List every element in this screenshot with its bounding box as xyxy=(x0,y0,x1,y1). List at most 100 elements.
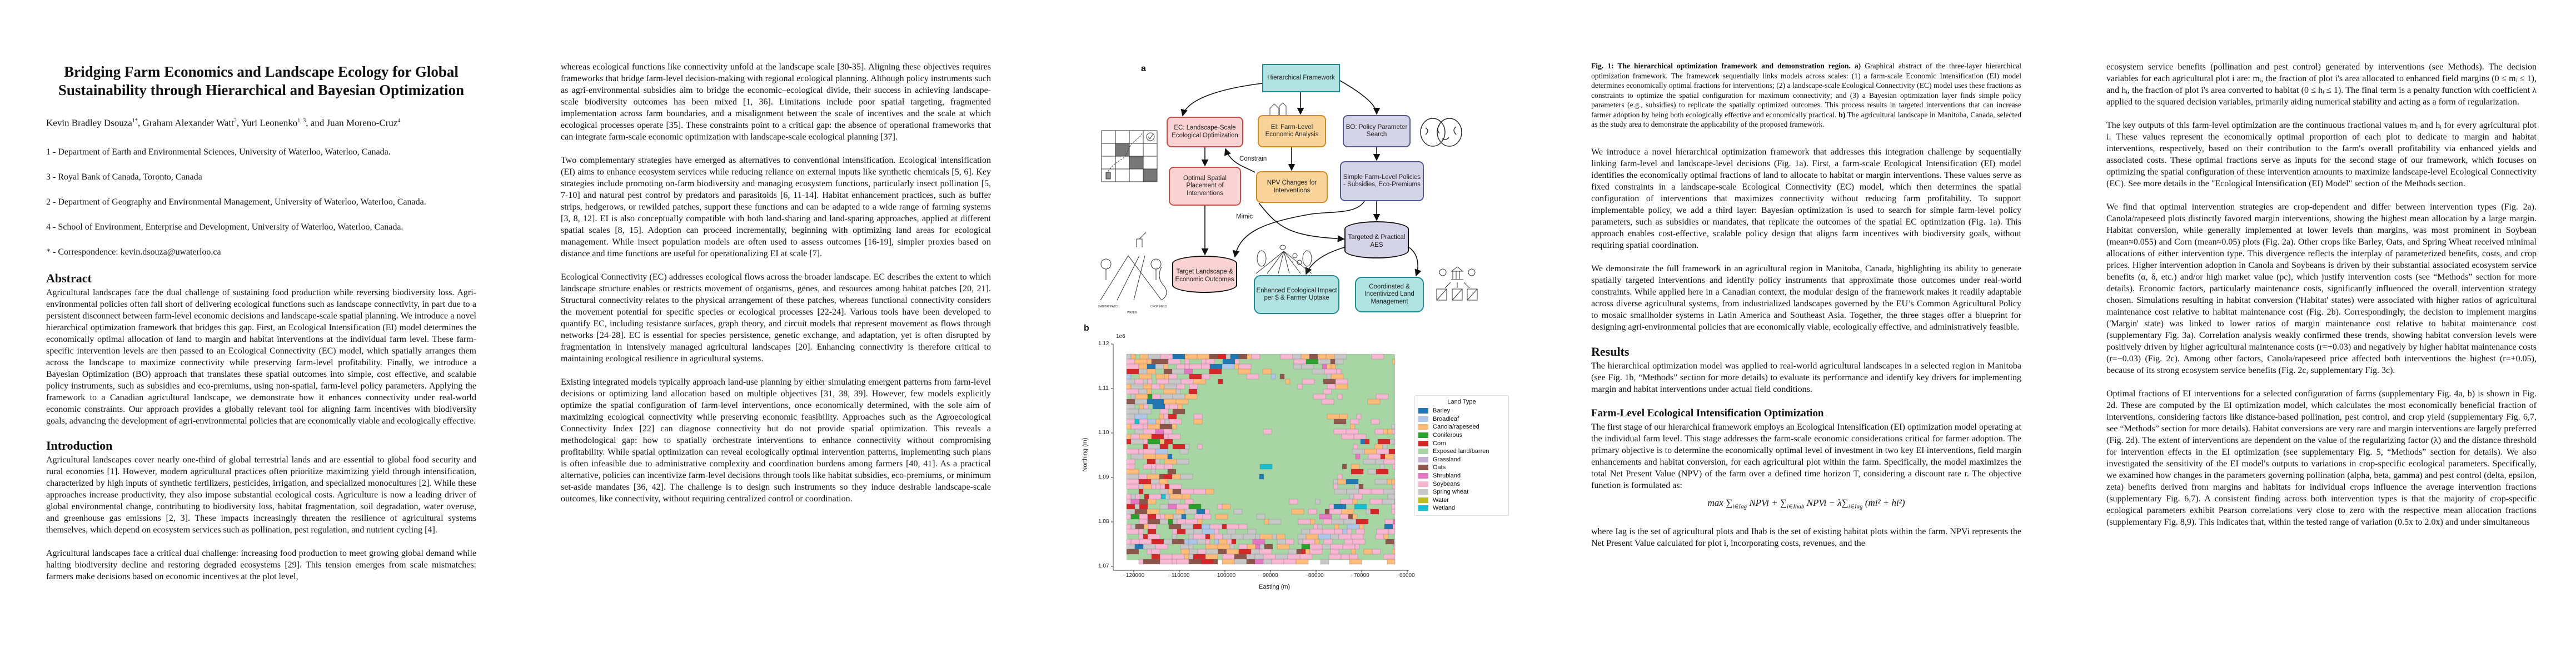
map-parcel xyxy=(1359,524,1364,530)
map-parcel xyxy=(1382,499,1395,505)
map-parcel xyxy=(1363,459,1376,465)
map-parcel xyxy=(1172,554,1185,560)
map-parcel xyxy=(1150,479,1160,485)
map-parcel xyxy=(1393,519,1396,525)
map-parcel xyxy=(1130,454,1144,460)
map-parcel xyxy=(1270,374,1276,380)
farm-policies-node: Simple Farm-Level Policies - Subsidies, … xyxy=(1340,161,1424,201)
map-parcel xyxy=(1333,419,1347,425)
map-parcel xyxy=(1159,489,1169,495)
legend-item: Oats xyxy=(1418,464,1505,472)
map-parcel xyxy=(1205,554,1218,560)
map-parcel xyxy=(1134,414,1148,420)
land-type-map xyxy=(1111,344,1409,573)
legend-label: Canola/rapeseed xyxy=(1433,424,1479,431)
map-parcel xyxy=(1172,519,1178,525)
map-parcel xyxy=(1353,434,1367,440)
legend-item: Shrubland xyxy=(1418,472,1505,480)
coordinated-management-node: Coordinated & Incentivized Land Manageme… xyxy=(1355,277,1424,312)
map-parcel xyxy=(1226,524,1239,530)
map-parcel xyxy=(1331,519,1344,525)
map-parcel xyxy=(1193,489,1206,495)
map-parcel xyxy=(1180,524,1194,530)
map-parcel xyxy=(1139,519,1148,525)
map-parcel xyxy=(1337,474,1343,480)
map-parcel xyxy=(1217,544,1230,550)
map-parcel xyxy=(1299,554,1313,560)
paragraph: Ecological Connectivity (EC) addresses e… xyxy=(561,272,991,364)
map-parcel xyxy=(1352,449,1365,455)
map-parcel xyxy=(1388,449,1396,455)
paragraph: where Iag is the set of agricultural plo… xyxy=(1591,526,2021,548)
map-parcel xyxy=(1271,559,1284,565)
map-parcel xyxy=(1169,484,1182,490)
map-parcel xyxy=(1138,449,1144,455)
map-parcel xyxy=(1371,489,1384,495)
x-tick-label: −100000 xyxy=(1214,573,1236,579)
farm-level-heading: Farm-Level Ecological Intensification Op… xyxy=(1591,407,1824,419)
legend-label: Corn xyxy=(1433,440,1446,447)
map-parcel xyxy=(1172,409,1185,415)
map-parcel xyxy=(1201,359,1207,365)
map-parcel xyxy=(1350,419,1359,425)
map-parcel xyxy=(1176,384,1185,390)
map-parcel xyxy=(1147,519,1160,525)
map-parcel xyxy=(1130,424,1144,430)
legend-item: Water xyxy=(1418,496,1505,505)
map-parcel xyxy=(1134,544,1144,550)
objective-equation: max ∑i∈Iag NPVi + ∑i∈Ihab NPVi − λ∑i∈Iag… xyxy=(1591,497,2021,512)
map-parcel xyxy=(1302,539,1316,545)
map-parcel xyxy=(1377,439,1391,445)
map-parcel xyxy=(1126,409,1139,415)
map-parcel xyxy=(1155,419,1161,425)
map-parcel xyxy=(1354,484,1359,490)
map-parcel xyxy=(1392,524,1396,530)
map-parcel xyxy=(1341,554,1350,560)
map-parcel xyxy=(1130,354,1136,360)
map-parcel xyxy=(1319,514,1332,520)
legend-swatch xyxy=(1418,408,1428,414)
map-parcel xyxy=(1130,494,1136,500)
map-parcel xyxy=(1246,374,1259,380)
map-parcel xyxy=(1172,424,1177,430)
map-parcel xyxy=(1383,554,1396,560)
map-parcel xyxy=(1309,544,1323,550)
map-parcel xyxy=(1335,379,1348,385)
legend-item: Canola/rapeseed xyxy=(1418,423,1505,431)
paragraph: The hierarchical optimization model was … xyxy=(1591,361,2021,394)
map-parcel xyxy=(1189,549,1198,555)
map-parcel xyxy=(1342,544,1356,550)
map-parcel xyxy=(1176,459,1189,465)
author-list: Kevin Bradley Dsouza1*, Graham Alexander… xyxy=(46,115,476,129)
map-parcel xyxy=(1222,359,1235,365)
author-affiliation-marker: 2 xyxy=(233,118,237,124)
map-parcel xyxy=(1334,489,1347,495)
map-parcel xyxy=(1276,534,1285,540)
map-parcel xyxy=(1225,354,1231,360)
map-parcel xyxy=(1193,524,1202,530)
map-parcel xyxy=(1264,544,1273,550)
map-parcel xyxy=(1172,529,1178,535)
habitat-patch-label: HABITAT PATCH xyxy=(1098,305,1119,308)
map-parcel xyxy=(1322,364,1327,370)
legend-item: Spring wheat xyxy=(1418,488,1505,496)
map-parcel xyxy=(1348,514,1353,520)
map-parcel xyxy=(1148,494,1162,500)
map-parcel xyxy=(1138,559,1144,565)
eq-sub: i∈Iag xyxy=(1848,502,1863,510)
map-parcel xyxy=(1188,559,1202,565)
map-parcel xyxy=(1155,484,1161,490)
map-parcel xyxy=(1139,354,1149,360)
map-parcel xyxy=(1164,374,1169,380)
map-parcel xyxy=(1126,479,1139,485)
map-parcel xyxy=(1126,494,1132,500)
map-parcel xyxy=(1155,364,1164,370)
map-parcel xyxy=(1346,489,1359,495)
x-tick-label: −110000 xyxy=(1168,573,1190,579)
map-parcel xyxy=(1275,554,1288,560)
map-parcel xyxy=(1230,354,1239,360)
map-parcel xyxy=(1144,494,1149,500)
map-parcel xyxy=(1246,559,1255,565)
map-parcel xyxy=(1189,364,1202,370)
map-parcel xyxy=(1159,424,1173,430)
